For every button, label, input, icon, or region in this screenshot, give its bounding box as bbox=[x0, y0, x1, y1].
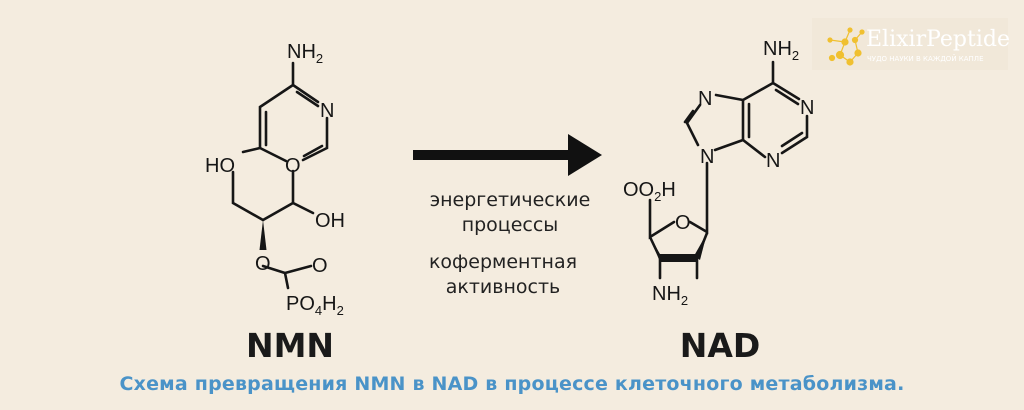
n7-atom: N bbox=[698, 88, 712, 110]
reaction-arrow bbox=[413, 134, 602, 176]
molecule-logo-icon bbox=[827, 27, 865, 66]
n1-atom: N bbox=[800, 97, 814, 119]
nh2-top-atom: NH2 bbox=[763, 38, 799, 63]
process-line-2: процессы bbox=[462, 214, 559, 236]
o-ring-atom: O bbox=[285, 155, 301, 177]
ho-atom: HO bbox=[205, 155, 235, 177]
logo-tagline: ЧУДО НАУКИ В КАЖДОЙ КАПЛЕ bbox=[867, 54, 984, 63]
po4h2-group: PO4H2 bbox=[286, 293, 344, 318]
n3-atom: N bbox=[766, 150, 780, 172]
oo2h-group: OO2H bbox=[623, 179, 676, 204]
nad-structure: NH2 N N N N OO2H O NH2 NAD bbox=[623, 38, 814, 365]
n-atom: N bbox=[320, 100, 334, 122]
o-ring-atom: O bbox=[675, 212, 691, 234]
o-carbonyl-atom: O bbox=[312, 255, 328, 277]
nh2-atom: NH2 bbox=[287, 41, 323, 66]
nmn-label: NMN bbox=[246, 326, 334, 365]
oh-atom: OH bbox=[315, 210, 345, 232]
o-ester-atom: O bbox=[255, 253, 271, 275]
caption: Схема превращения NMN в NAD в процессе к… bbox=[119, 373, 904, 395]
wedge-bond bbox=[694, 233, 707, 260]
process-line-4: активность bbox=[446, 276, 561, 298]
process-line-1: энергетические bbox=[430, 189, 591, 211]
n9-atom: N bbox=[700, 146, 714, 168]
logo-name: ElixirPeptide bbox=[866, 27, 1010, 52]
elixirpeptide-logo: ElixirPeptide ЧУДО НАУКИ В КАЖДОЙ КАПЛЕ bbox=[812, 18, 1010, 70]
nmn-structure: NH2 N HO O OH O O PO4H2 NMN bbox=[205, 41, 345, 365]
bold-bond bbox=[650, 237, 697, 262]
process-line-3: коферментная bbox=[429, 251, 577, 273]
wedge-bond bbox=[259, 220, 267, 250]
nh2-bottom-atom: NH2 bbox=[652, 283, 688, 308]
nad-label: NAD bbox=[680, 326, 761, 365]
